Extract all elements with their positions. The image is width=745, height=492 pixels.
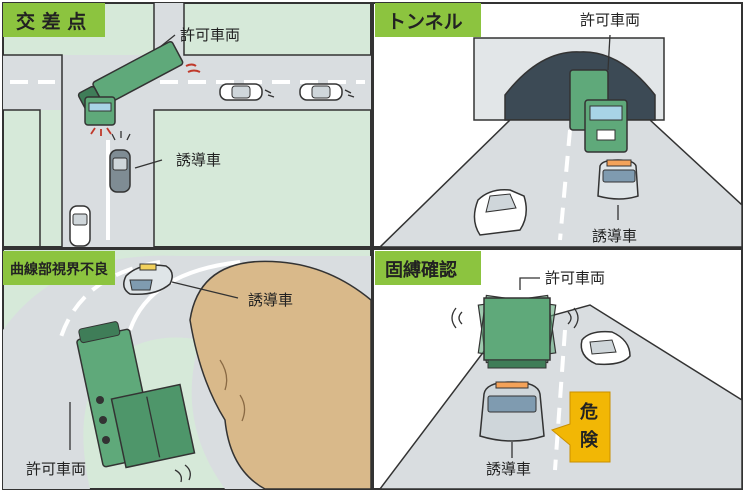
intersection-car-2 bbox=[299, 83, 343, 101]
tunnel-escort-label: 誘導車 bbox=[592, 227, 637, 245]
panel-tunnel: トンネル 許可車両 誘導車 bbox=[372, 2, 743, 248]
tunnel-oncoming-car bbox=[473, 188, 527, 236]
panel-curve: 曲線部視界不良 誘導車 許可車両 bbox=[2, 248, 372, 490]
tunnel-truck-label: 許可車両 bbox=[580, 11, 640, 29]
tunnel-escort-car bbox=[597, 159, 639, 200]
curve-truck bbox=[76, 321, 196, 469]
curve-title: 曲線部視界不良 bbox=[10, 261, 108, 278]
securing-oncoming-car bbox=[580, 330, 631, 366]
curve-escort-car bbox=[123, 263, 173, 296]
curve-truck-label: 許可車両 bbox=[26, 460, 86, 478]
panel-securing: 固縛確認 危 険 許可車両 誘導車 bbox=[372, 248, 743, 490]
securing-truck bbox=[477, 294, 557, 369]
intersection-title: 交 差 点 bbox=[16, 10, 86, 33]
tunnel-truck bbox=[569, 69, 628, 153]
tunnel-title-box bbox=[375, 3, 481, 37]
intersection-car-1 bbox=[219, 83, 263, 101]
intersection-escort-car bbox=[109, 149, 131, 193]
securing-escort-car bbox=[479, 381, 545, 442]
curve-escort-label: 誘導車 bbox=[248, 291, 293, 309]
curve-hillside bbox=[189, 260, 372, 490]
securing-escort-label: 誘導車 bbox=[486, 460, 531, 478]
securing-title-box bbox=[375, 251, 481, 285]
tunnel-road bbox=[378, 119, 743, 248]
danger-callout: 危 険 bbox=[550, 391, 611, 463]
danger-text-2: 険 bbox=[580, 429, 599, 451]
tunnel-title: トンネル bbox=[387, 11, 463, 33]
danger-text-1: 危 bbox=[579, 401, 598, 423]
securing-title: 固縛確認 bbox=[385, 259, 457, 281]
panel-intersection: 交 差 点 許可車両 bbox=[2, 2, 372, 248]
intersection-truck-label: 許可車両 bbox=[180, 26, 240, 44]
curve-title-box bbox=[3, 251, 115, 285]
intersection-bottom-car bbox=[69, 205, 91, 247]
intersection-escort-label: 誘導車 bbox=[176, 151, 221, 169]
intersection-title-box bbox=[3, 3, 105, 37]
securing-truck-label: 許可車両 bbox=[545, 269, 605, 287]
